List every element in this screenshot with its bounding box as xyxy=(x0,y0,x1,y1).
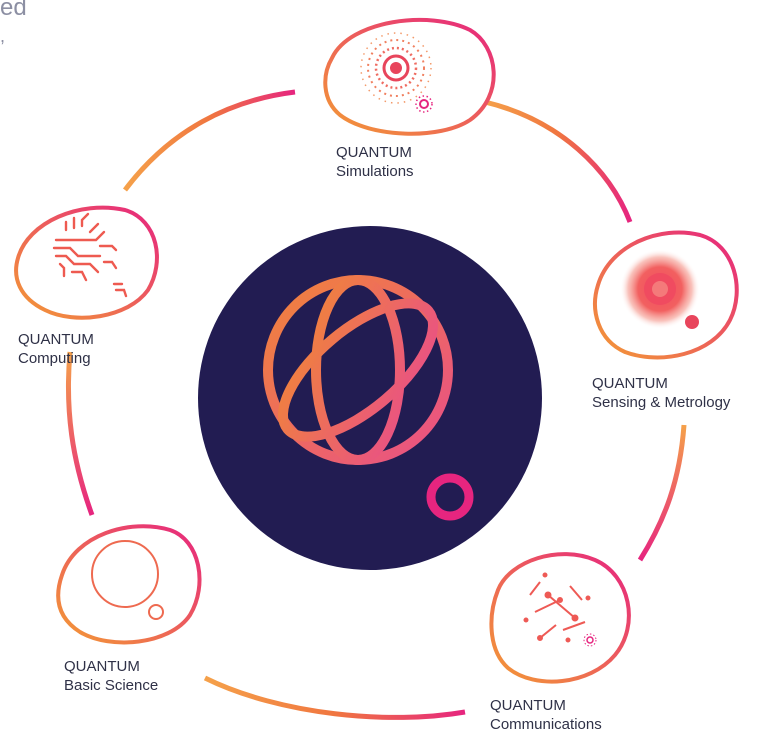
label-line2: Sensing & Metrology xyxy=(592,394,731,411)
label-line1: QUANTUM xyxy=(490,697,566,714)
connector-arcs xyxy=(65,89,687,720)
radial-dots-icon xyxy=(360,32,433,113)
center-hub xyxy=(198,226,542,570)
arc-computing-simulations xyxy=(123,89,296,192)
label-communications: QUANTUM Communications xyxy=(490,696,602,734)
label-simulations: QUANTUM Simulations xyxy=(336,143,414,181)
label-line1: QUANTUM xyxy=(592,375,668,392)
label-line2: Communications xyxy=(490,716,602,733)
circuit-icon xyxy=(52,212,128,298)
blob-outline xyxy=(593,230,739,360)
blob-outline xyxy=(489,552,631,684)
corner-text-fragment: ed xyxy=(0,0,27,21)
network-dots-icon xyxy=(523,572,597,647)
label-basic-science: QUANTUM Basic Science xyxy=(64,657,158,695)
label-line1: QUANTUM xyxy=(18,331,94,348)
node-simulations xyxy=(323,18,496,136)
node-sensing xyxy=(593,230,739,360)
corner-mark: , xyxy=(0,26,6,46)
node-computing xyxy=(14,205,159,320)
circles-icon xyxy=(91,540,164,620)
blob-outline xyxy=(56,524,202,645)
blurred-target-icon xyxy=(620,249,700,329)
blob-outline xyxy=(14,205,159,320)
arc-basic-computing xyxy=(65,351,95,516)
arc-sensing-communications xyxy=(637,424,687,562)
small-ring-icon xyxy=(426,473,474,521)
arc-communications-basic xyxy=(203,675,466,720)
arc-simulations-sensing xyxy=(484,99,633,223)
label-line1: QUANTUM xyxy=(64,658,140,675)
label-computing: QUANTUM Computing xyxy=(18,330,94,368)
globe-icon xyxy=(263,275,453,465)
label-sensing: QUANTUM Sensing & Metrology xyxy=(592,374,730,412)
node-basic-science xyxy=(56,524,202,645)
blob-outline xyxy=(323,18,496,136)
label-line2: Basic Science xyxy=(64,677,159,694)
node-communications xyxy=(489,552,631,684)
label-line2: Simulations xyxy=(336,163,414,180)
label-line1: QUANTUM xyxy=(336,144,412,161)
label-line2: Computing xyxy=(18,350,91,367)
